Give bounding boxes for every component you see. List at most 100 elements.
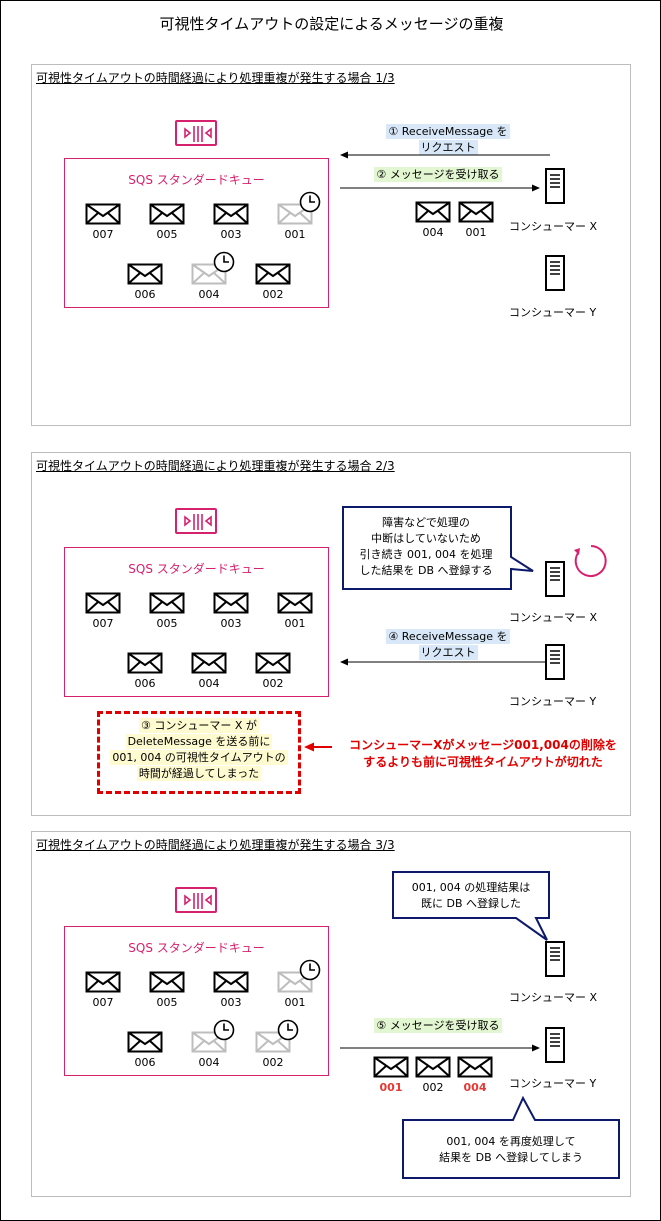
panel-1-title: 可視性タイムアウトの時間経過により処理重複が発生する場合 1/3 [36, 71, 395, 85]
message-id: 001 [284, 996, 306, 1009]
message-005: 005 [147, 203, 187, 243]
envelope-icon [255, 652, 291, 674]
callout-consumer-x [392, 871, 550, 941]
message-id: 006 [134, 677, 156, 690]
sqs-queue-icon [175, 887, 217, 913]
clock-icon [299, 191, 321, 213]
sqs-queue-icon [175, 120, 217, 146]
step1-label: ① ReceiveMessage を リクエスト [386, 124, 510, 155]
envelope-icon [149, 592, 185, 614]
clock-icon [277, 1019, 299, 1041]
panel-1: 可視性タイムアウトの時間経過により処理重複が発生する場合 1/3 SQS スタン… [31, 64, 631, 426]
envelope-icon [85, 592, 121, 614]
envelope-icon [415, 1056, 451, 1078]
queue-label: SQS スタンダードキュー [128, 173, 265, 187]
envelope-icon [277, 592, 313, 614]
message-id: 002 [262, 288, 284, 301]
message-id: 002 [262, 677, 284, 690]
envelope-icon [149, 971, 185, 993]
step3-label: ③ コンシューマー X が DeleteMessage を送る前に 001, 0… [110, 718, 288, 781]
server-icon [545, 1027, 565, 1063]
server-icon [545, 941, 565, 977]
message-id: 001 [465, 226, 487, 239]
received-002: 002 [413, 1056, 453, 1096]
received-001: 001 [456, 201, 496, 241]
arrow-receive-2 [340, 184, 540, 192]
panel-2-title: 可視性タイムアウトの時間経過により処理重複が発生する場合 2/3 [36, 459, 395, 473]
message-006: 006 [125, 263, 165, 303]
message-002: 002 [253, 652, 293, 692]
sqs-queue-icon [175, 508, 217, 534]
queue-label: SQS スタンダードキュー [128, 941, 265, 955]
envelope-icon [127, 652, 163, 674]
message-007: 007 [83, 592, 123, 632]
envelope-icon [127, 1031, 163, 1053]
envelope-icon [191, 652, 227, 674]
message-id: 004 [198, 677, 220, 690]
message-id: 007 [92, 617, 114, 630]
envelope-icon [85, 203, 121, 225]
message-002-invisible: 002 [253, 1019, 299, 1071]
received-004: 004 [413, 201, 453, 241]
server-icon [545, 255, 565, 291]
callout-consumer-x [342, 506, 534, 590]
message-004-invisible: 004 [189, 251, 235, 303]
message-id: 003 [220, 996, 242, 1009]
envelope-icon [373, 1056, 409, 1078]
clock-icon [213, 251, 235, 273]
received-004: 004 [455, 1056, 495, 1096]
callout-consumer-y-text: 001, 004 を再度処理して 結果を DB へ登録してしまう [439, 1135, 583, 1164]
arrow-request-1 [340, 151, 550, 159]
message-005: 005 [147, 971, 187, 1011]
envelope-icon [458, 201, 494, 223]
envelope-icon [415, 201, 451, 223]
message-id: 001 [284, 617, 306, 630]
message-id: 007 [92, 228, 114, 241]
message-id-duplicate: 001 [379, 1081, 403, 1094]
message-001: 001 [275, 592, 315, 632]
message-id: 002 [422, 1081, 444, 1094]
server-icon [545, 561, 565, 597]
message-id: 004 [422, 226, 444, 239]
consumer-x-label: コンシューマー X [509, 611, 598, 624]
processing-rotate-icon [574, 545, 607, 577]
server-icon [545, 644, 565, 680]
callout-consumer-x-text: 001, 004 の処理結果は 既に DB へ登録した [411, 881, 531, 910]
step4-label: ④ ReceiveMessage を リクエスト [386, 629, 510, 660]
message-id: 006 [134, 1056, 156, 1069]
message-004-invisible: 004 [189, 1019, 235, 1071]
diagram-title: 可視性タイムアウトの設定によるメッセージの重複 [159, 15, 504, 33]
envelope-icon [149, 203, 185, 225]
message-id: 002 [262, 1056, 284, 1069]
clock-icon [299, 959, 321, 981]
envelope-icon [127, 263, 163, 285]
message-007: 007 [83, 971, 123, 1011]
envelope-icon [457, 1056, 493, 1078]
message-id: 005 [156, 228, 178, 241]
envelope-icon [213, 592, 249, 614]
panel-3: 可視性タイムアウトの時間経過により処理重複が発生する場合 3/3 SQS スタン… [31, 831, 631, 1197]
consumer-y-label: コンシューマー Y [509, 1077, 597, 1090]
consumer-x-label: コンシューマー X [509, 991, 598, 1004]
message-006: 006 [125, 1031, 165, 1071]
sqs-standard-queue: SQS スタンダードキュー 007 005 003 001 006 [64, 158, 329, 308]
envelope-icon [85, 971, 121, 993]
consumer-x-label: コンシューマー X [509, 220, 598, 233]
message-id: 003 [220, 228, 242, 241]
callout-consumer-y [402, 1096, 620, 1179]
message-id: 005 [156, 617, 178, 630]
received-001: 001 [371, 1056, 411, 1096]
message-001-invisible: 001 [275, 959, 321, 1011]
envelope-icon [255, 1031, 291, 1053]
arrow-request-4 [340, 658, 550, 666]
alert-text: コンシューマーXがメッセージ001,004の削除を するよりも前に可視性タイムア… [349, 738, 617, 769]
message-004: 004 [189, 652, 229, 692]
step3-dashed-box [97, 711, 301, 794]
envelope-icon [255, 263, 291, 285]
message-id: 006 [134, 288, 156, 301]
alert-arrow [304, 742, 332, 752]
message-id: 004 [198, 288, 220, 301]
arrow-receive-5 [340, 1044, 540, 1052]
message-005: 005 [147, 592, 187, 632]
